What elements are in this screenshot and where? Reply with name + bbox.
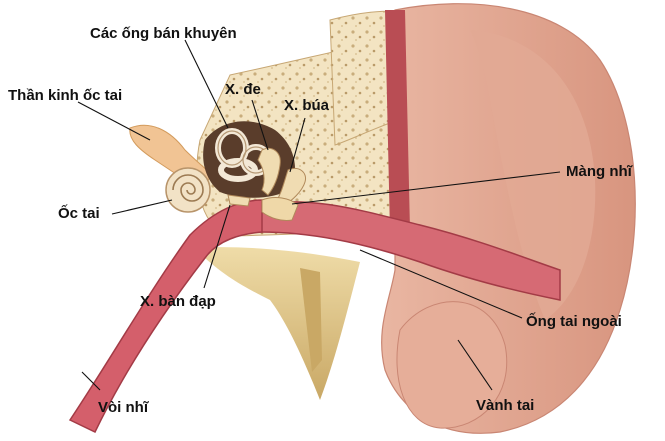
label-semicircular-canals: Các ống bán khuyên [90, 25, 237, 42]
label-eustachian-tube: Vòi nhĩ [98, 399, 149, 416]
label-eardrum: Màng nhĩ [566, 163, 633, 180]
leader-lines [77, 39, 561, 391]
label-cochlea: Ốc tai [58, 204, 100, 222]
cochlea-shape [165, 167, 211, 213]
label-ear-canal: Ống tai ngoài [526, 312, 622, 330]
label-cochlear-nerve: Thần kinh ốc tai [8, 87, 122, 104]
stapes-shape [227, 194, 251, 207]
eardrum-shape [261, 197, 299, 221]
label-stapes: X. bàn đạp [140, 293, 216, 310]
incus-shape [257, 147, 281, 196]
label-incus: X. đe [225, 81, 261, 98]
lower-bone-process [195, 247, 360, 400]
lobule [396, 301, 508, 429]
label-auricle: Vành tai [476, 397, 534, 414]
ear-canal [254, 201, 561, 301]
skin-wall [385, 10, 410, 232]
label-malleus: X. búa [284, 97, 330, 114]
eustachian-tube [68, 199, 263, 433]
styloid-process [300, 268, 322, 372]
